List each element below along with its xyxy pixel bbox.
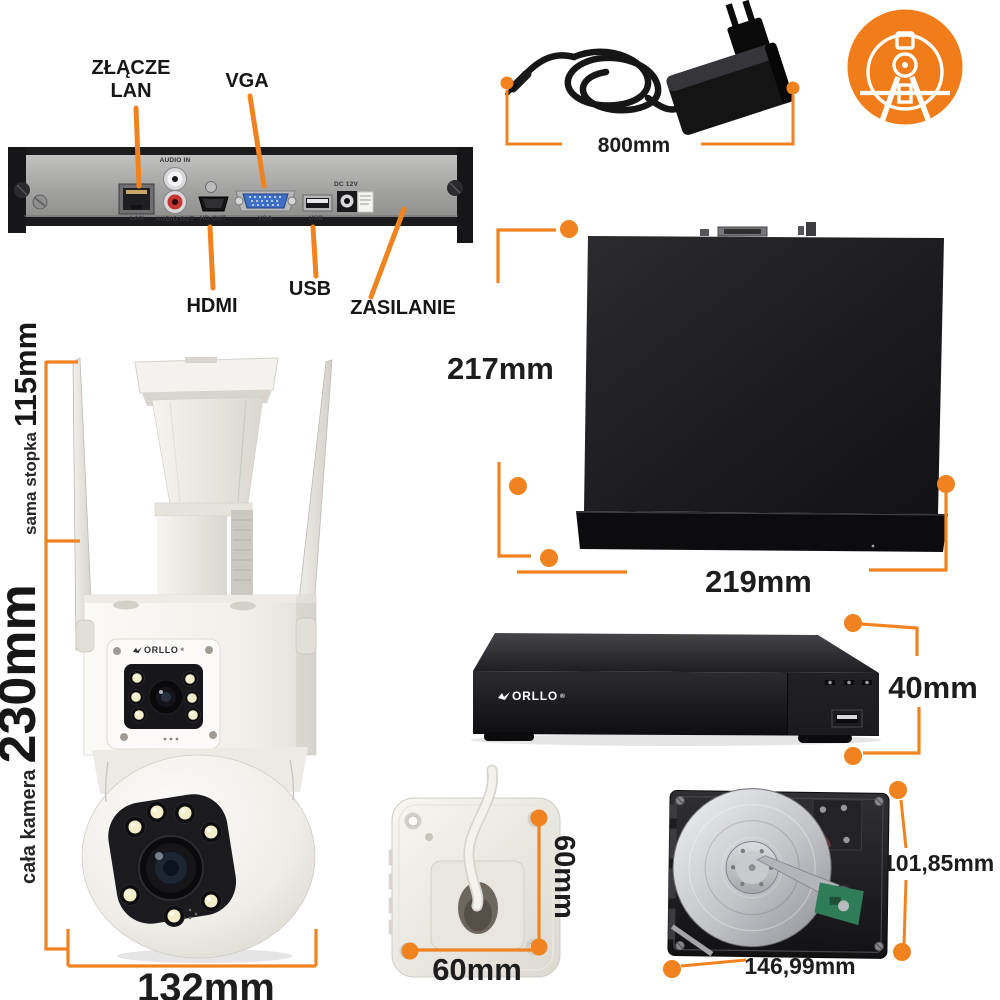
full-value: 230mm: [0, 584, 47, 764]
spec-sticker: [357, 191, 374, 213]
port-label-hd-out: HD-OUT: [199, 215, 227, 222]
secondary-lens: [148, 679, 184, 715]
dim-label-camera-stand: sama stopka 115mm: [8, 322, 46, 535]
hdmi-port: [198, 196, 229, 212]
callout-lines: [133, 93, 407, 300]
hdd-screws: [675, 795, 884, 952]
port-label-lan: LAN: [130, 215, 144, 222]
port-label-vga: VGA: [257, 215, 273, 222]
left-antenna-hinge: [75, 619, 95, 653]
dim-label-recorder-width: 219mm: [705, 564, 812, 599]
vga-port: [234, 190, 297, 212]
port-label-audio-out: AUDIO OUT: [155, 216, 195, 223]
dim-camera: [44, 360, 318, 968]
hdd-photo: [667, 788, 890, 959]
recorder-top-photo: [575, 222, 949, 552]
dim-label-bracket-width: 60mm: [432, 952, 522, 987]
dim-bracket: [401, 809, 548, 960]
power-adapter-photo: [505, 0, 794, 135]
usb-port: [302, 194, 333, 212]
dim-label-recorder-front-height: 40mm: [888, 670, 978, 705]
panel-screw-icon: [14, 180, 463, 210]
dim-recorder-top: [496, 220, 955, 574]
callout-vga-label: VGA: [225, 70, 269, 92]
bnc-connector-top: [806, 222, 816, 236]
orllo-bird-icon: [133, 646, 142, 653]
dim-label-hdd-height: 101,85mm: [883, 850, 995, 876]
audio-in-jack: [163, 167, 187, 191]
callout-hdmi-label: HDMI: [186, 295, 238, 317]
dome-ir-leds: [119, 801, 222, 927]
dimension-graphics: [44, 76, 955, 978]
recorder-front-photo: [471, 633, 881, 746]
power-cable: [519, 48, 686, 114]
dim-hdd: [663, 781, 911, 978]
camera-photo: [72, 357, 333, 963]
plate-screw-icon: [113, 646, 217, 741]
lan-port: [118, 183, 155, 215]
port-label-audio-in: AUDIO IN: [159, 157, 191, 164]
dim-cable-length: [500, 76, 800, 146]
drafting-compass-icon: [847, 9, 963, 125]
recorder-brand-logo: ORLLO®: [498, 689, 566, 703]
front-usb-port: [831, 709, 863, 728]
dim-label-bracket-height: 60mm: [548, 835, 580, 919]
rack-ear-right: [457, 147, 473, 243]
mount-arm: [134, 357, 279, 597]
audio-out-jack: [163, 190, 187, 214]
recorder-front-bezel: [576, 511, 948, 552]
orllo-bird-icon: [498, 691, 510, 700]
camera-brand-logo: ORLLO®: [133, 645, 185, 655]
dim-label-cable: 800mm: [597, 134, 671, 157]
dim-label-recorder-height: 217mm: [447, 351, 554, 386]
dim-label-camera-full: cała kamera 230mm: [0, 584, 47, 884]
main-lens: [138, 835, 204, 901]
hdmi-screw-icon: [205, 181, 217, 193]
callout-power-label: ZASILANIE: [350, 297, 456, 319]
port-label-usb: USB: [308, 215, 324, 222]
adapter-body: [666, 0, 794, 135]
port-label-dc: DC 12V: [334, 181, 358, 188]
mic-holes: [188, 908, 198, 920]
ptz-dome: [81, 747, 316, 963]
stand-value: 115mm: [8, 321, 43, 427]
callout-usb-label: USB: [288, 278, 332, 300]
dim-label-camera-width: 132mm: [137, 966, 275, 1000]
wall-bracket-photo: [388, 764, 561, 978]
dim-recorder-front: [844, 614, 921, 765]
hdd-spindle: [725, 841, 779, 895]
rear-panel-photo: [8, 147, 473, 243]
callout-lan-label: ZŁĄCZE LAN: [91, 57, 171, 102]
bracket-cable: [465, 766, 497, 910]
dim-label-hdd-width: 146,99mm: [744, 953, 856, 979]
full-caption: cała kamera: [18, 769, 40, 884]
status-leds: [825, 680, 872, 685]
stand-caption: sama stopka: [21, 432, 40, 535]
right-antenna-hinge: [295, 617, 317, 655]
fixed-camera-module: [106, 638, 221, 750]
ir-leds: [128, 670, 201, 723]
dc-power-jack: [337, 191, 357, 212]
